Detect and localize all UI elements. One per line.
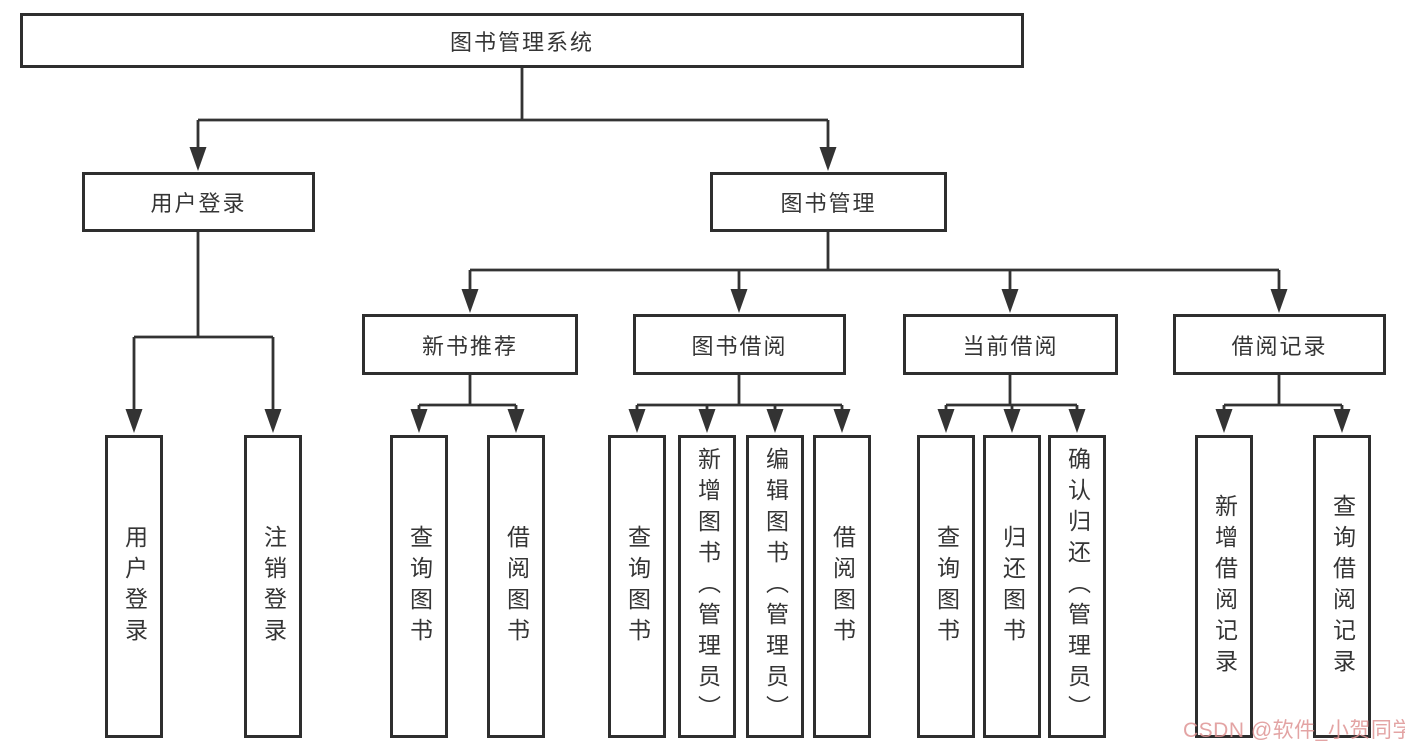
connector-current-borrow-children	[937, 375, 1086, 433]
node-book-borrow-label: 图书借阅	[691, 333, 788, 359]
leaf-confirm-return-admin-label: 确认归还（管理员）	[1064, 447, 1091, 726]
node-book-management: 图书管理	[710, 172, 947, 232]
leaf-logout: 注销登录	[244, 435, 302, 738]
node-book-management-label: 图书管理	[780, 191, 877, 216]
leaf-return-books: 归还图书	[983, 435, 1041, 738]
leaf-add-borrow-record: 新增借阅记录	[1195, 435, 1253, 738]
leaf-add-books-admin: 新增图书（管理员）	[678, 435, 736, 738]
leaf-borrow-borrow-books-label: 借阅图书	[829, 524, 856, 649]
leaf-edit-books-admin: 编辑图书（管理员）	[746, 435, 804, 738]
connector-root-to-level1	[189, 68, 837, 171]
leaf-current-query-books-label: 查询图书	[933, 524, 960, 649]
leaf-add-books-admin-label: 新增图书（管理员）	[694, 447, 721, 726]
leaf-recommend-query-books-label: 查询图书	[406, 524, 433, 649]
leaf-add-borrow-record-label: 新增借阅记录	[1211, 493, 1238, 680]
connector-new-book-recommend-children	[410, 375, 525, 433]
connector-book-borrow-children	[628, 375, 851, 433]
leaf-edit-books-admin-label: 编辑图书（管理员）	[762, 447, 789, 726]
connector-user-login-children	[125, 232, 282, 433]
node-borrow-records-label: 借阅记录	[1231, 333, 1328, 359]
leaf-borrow-borrow-books: 借阅图书	[813, 435, 871, 738]
node-borrow-records: 借阅记录	[1173, 314, 1386, 375]
leaf-borrow-query-books: 查询图书	[608, 435, 666, 738]
node-user-login: 用户登录	[82, 172, 315, 232]
connector-borrow-records-children	[1215, 375, 1351, 433]
leaf-query-borrow-record: 查询借阅记录	[1313, 435, 1371, 738]
node-root-library-system: 图书管理系统	[20, 13, 1024, 68]
csdn-watermark: CSDN @软件_小贺同学	[1183, 719, 1405, 742]
leaf-logout-label: 注销登录	[260, 524, 287, 649]
leaf-recommend-borrow-books: 借阅图书	[487, 435, 545, 738]
leaf-query-borrow-record-label: 查询借阅记录	[1329, 493, 1356, 680]
leaf-recommend-borrow-books-label: 借阅图书	[503, 524, 530, 649]
node-new-book-recommend: 新书推荐	[362, 314, 578, 375]
node-user-login-label: 用户登录	[150, 191, 247, 216]
node-book-borrow: 图书借阅	[633, 314, 846, 375]
leaf-recommend-query-books: 查询图书	[390, 435, 448, 738]
connector-book-management-to-level2	[461, 232, 1288, 313]
node-current-borrow: 当前借阅	[903, 314, 1118, 375]
node-new-book-recommend-label: 新书推荐	[421, 333, 518, 359]
leaf-current-query-books: 查询图书	[917, 435, 975, 738]
leaf-return-books-label: 归还图书	[999, 524, 1026, 649]
leaf-confirm-return-admin: 确认归还（管理员）	[1048, 435, 1106, 738]
leaf-user-login-label: 用户登录	[121, 524, 148, 649]
node-root-label: 图书管理系统	[449, 29, 594, 55]
leaf-borrow-query-books-label: 查询图书	[624, 524, 651, 649]
node-current-borrow-label: 当前借阅	[962, 333, 1059, 359]
leaf-user-login: 用户登录	[105, 435, 163, 738]
